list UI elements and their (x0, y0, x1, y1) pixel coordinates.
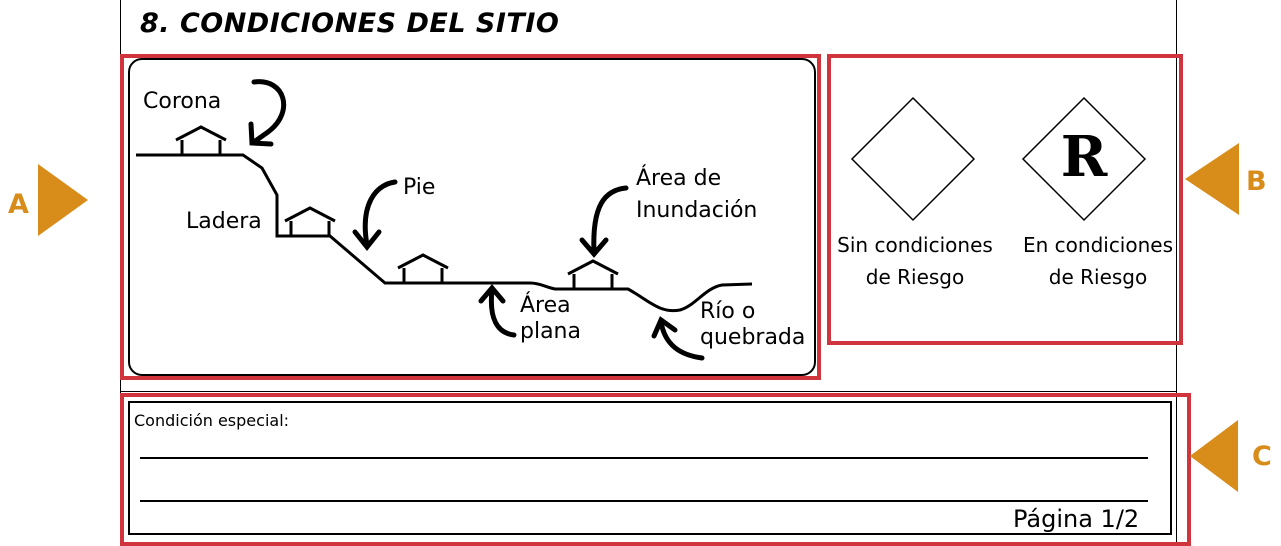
risk-symbol-letter: R (1060, 124, 1108, 190)
terrain-profile (136, 153, 753, 313)
marker-c-label: C (1252, 441, 1272, 472)
marker-b-label: B (1246, 166, 1267, 197)
arrow-icon (579, 185, 629, 258)
frame-divider-line (120, 391, 1177, 392)
label-area-plana-1: Área (520, 293, 571, 318)
marker-b-arrow-icon (1185, 143, 1239, 215)
label-pie: Pie (403, 175, 436, 200)
caption-risk: En condiciones de Riesgo (1013, 229, 1183, 293)
house-icon (175, 125, 227, 155)
marker-a-arrow-icon (38, 164, 88, 236)
marker-c-arrow-icon (1190, 420, 1238, 492)
diamond-risk-icon (1021, 96, 1147, 222)
caption-no-risk-line2: de Riesgo (865, 265, 965, 289)
label-rio-2: quebrada (700, 325, 806, 350)
label-ladera: Ladera (186, 209, 262, 234)
marker-a-label: A (8, 189, 29, 220)
special-condition-box (128, 401, 1172, 535)
frame-right-line (1176, 0, 1177, 546)
section-title: 8. CONDICIONES DEL SITIO (140, 8, 560, 39)
caption-no-risk-line1: Sin condiciones (837, 233, 993, 257)
label-area-inundacion-2: Inundación (636, 198, 758, 223)
diamond-no-risk-icon (850, 96, 976, 222)
arrow-icon (478, 284, 517, 338)
arrow-icon (248, 79, 287, 147)
house-icon (397, 253, 449, 283)
label-area-plana-2: plana (520, 319, 581, 344)
house-icon (567, 259, 619, 289)
special-condition-label: Condición especial: (134, 411, 290, 430)
page-number: Página 1/2 (1013, 505, 1140, 533)
caption-no-risk: Sin condiciones de Riesgo (829, 229, 1001, 293)
terrain-diagram-box (128, 58, 816, 376)
caption-risk-line1: En condiciones (1022, 233, 1174, 257)
label-corona: Corona (143, 89, 222, 114)
highlight-box-c (120, 393, 1191, 546)
house-icon (284, 206, 336, 236)
special-condition-line-2[interactable] (140, 500, 1148, 502)
highlight-box-b (827, 54, 1183, 345)
arrow-icon (352, 179, 398, 252)
arrow-icon (651, 316, 705, 361)
special-condition-line-1[interactable] (140, 457, 1148, 459)
label-rio-1: Río o (700, 299, 756, 324)
caption-risk-line2: de Riesgo (1048, 265, 1148, 289)
label-area-inundacion-1: Área de (636, 166, 722, 191)
highlight-box-a (120, 54, 821, 380)
